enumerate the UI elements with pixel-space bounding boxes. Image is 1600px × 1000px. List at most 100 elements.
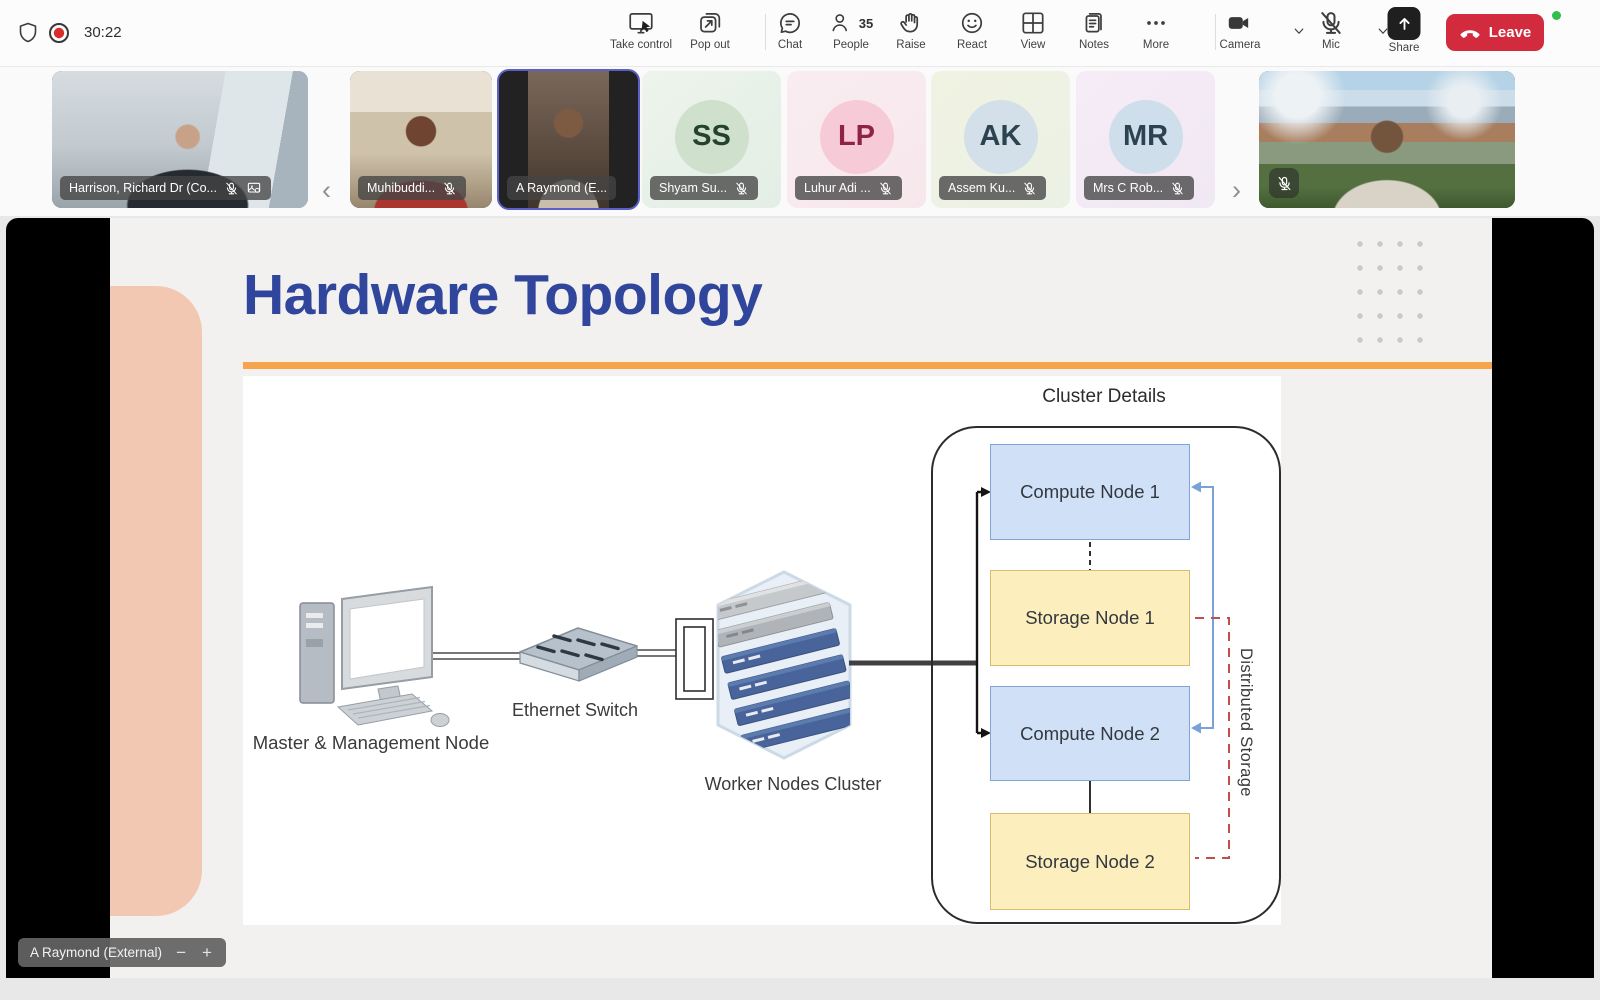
mic-muted-icon — [734, 181, 749, 196]
leave-button[interactable]: Leave — [1446, 14, 1544, 51]
chat-button[interactable]: Chat — [776, 9, 804, 51]
pop-out-button[interactable]: Pop out — [690, 9, 730, 51]
shared-screen-stage: Hardware Topology — [0, 216, 1600, 1000]
letterbox-left — [6, 218, 110, 978]
share-button[interactable]: Share — [1387, 7, 1421, 54]
hang-up-icon — [1460, 29, 1480, 38]
participant-name: Luhur Adi ... — [804, 181, 871, 195]
people-count-badge: 35 — [858, 15, 874, 31]
people-button[interactable]: 35 People — [829, 9, 873, 51]
pop-out-icon — [699, 12, 721, 33]
avatar-initials: SS — [692, 120, 731, 152]
participant-name: Mrs C Rob... — [1093, 181, 1164, 195]
people-label: People — [833, 39, 869, 51]
storage-node-1-label: Storage Node 1 — [1025, 607, 1155, 628]
presentation-slide: Hardware Topology — [110, 218, 1492, 978]
participant-tile-muhibuddin[interactable]: Muhibuddi... — [350, 71, 492, 208]
participant-name-pill: Harrison, Richard Dr (Co... — [60, 176, 271, 200]
react-button[interactable]: React — [957, 9, 987, 51]
raise-hand-button[interactable]: Raise — [896, 9, 926, 51]
participant-name: Muhibuddi... — [367, 181, 436, 195]
recording-indicator-icon — [49, 23, 69, 43]
compute-node-1-label: Compute Node 1 — [1020, 481, 1160, 502]
participant-name-pill: Mrs C Rob... — [1084, 176, 1195, 200]
toolbar-divider — [1215, 14, 1216, 50]
people-icon — [832, 14, 848, 32]
toolbar-divider — [765, 14, 766, 50]
storage-replication-dashed-line — [1195, 617, 1230, 859]
participant-name: Shyam Su... — [659, 181, 728, 195]
share-icon — [1387, 7, 1421, 40]
mic-muted-icon — [1170, 181, 1185, 196]
avatar: SS — [674, 99, 749, 174]
raise-label: Raise — [896, 39, 926, 51]
take-control-button[interactable]: Take control — [610, 9, 672, 51]
storage-node-1-box: Storage Node 1 — [990, 570, 1190, 666]
notes-button[interactable]: Notes — [1079, 9, 1109, 51]
leave-label: Leave — [1488, 24, 1532, 41]
compute-node-2-label: Compute Node 2 — [1020, 722, 1160, 744]
cluster-details-container — [931, 426, 1281, 924]
slide-decorative-shape — [110, 286, 202, 916]
shield-icon — [19, 22, 37, 43]
meeting-toolbar: 30:22 Take control Pop out Chat — [0, 0, 1600, 67]
compute-node-1-box: Compute Node 1 — [990, 444, 1190, 540]
desktop-computer-icon — [299, 585, 450, 727]
mic-chevron-down-icon[interactable] — [1374, 22, 1392, 40]
avatar-initials: MR — [1122, 120, 1169, 152]
avatar-initials: AK — [979, 120, 1022, 152]
slide-title: Hardware Topology — [243, 263, 763, 327]
presenter-name: A Raymond (External) — [30, 945, 163, 960]
mic-muted-icon — [1276, 175, 1293, 192]
self-view-tile[interactable] — [1259, 71, 1515, 208]
participant-tile-a-raymond[interactable]: A Raymond (E... — [497, 69, 640, 210]
zoom-in-button[interactable]: + — [202, 943, 212, 962]
participant-name-pill: A Raymond (E... — [507, 176, 617, 200]
participant-tile-mrs-c-rob[interactable]: MR Mrs C Rob... — [1076, 71, 1215, 208]
participant-name: Harrison, Richard Dr (Co... — [69, 181, 217, 195]
switch-cluster-bracket — [675, 618, 714, 700]
letterbox-right — [1492, 218, 1594, 978]
mic-muted-icon — [224, 181, 239, 196]
more-label: More — [1142, 39, 1170, 51]
monitor-cursor-icon — [629, 12, 653, 34]
notes-label: Notes — [1078, 39, 1110, 51]
mic-muted-icon — [1317, 9, 1345, 37]
participant-name-pill: Muhibuddi... — [358, 176, 467, 200]
compute-feedback-line — [1191, 481, 1214, 734]
participant-tile-harrison[interactable]: Harrison, Richard Dr (Co... — [52, 71, 308, 208]
ethernet-switch-icon — [519, 627, 638, 682]
ethernet-switch-label: Ethernet Switch — [511, 700, 639, 720]
view-label: View — [1020, 39, 1046, 51]
avatar: MR — [1108, 99, 1183, 174]
camera-chevron-down-icon[interactable] — [1290, 22, 1308, 40]
smiley-icon — [961, 12, 983, 34]
more-ellipsis-icon — [1147, 21, 1165, 25]
presence-dot — [1552, 11, 1561, 20]
view-button[interactable]: View — [1019, 9, 1047, 51]
self-video — [1259, 71, 1515, 208]
participant-tile-luhur[interactable]: LP Luhur Adi ... — [787, 71, 926, 208]
cluster-uplink-lines — [849, 487, 991, 738]
chat-icon — [779, 13, 801, 34]
raise-hand-icon — [899, 13, 918, 33]
pinned-video-icon — [247, 182, 261, 193]
mic-muted-icon — [442, 181, 457, 196]
mic-button[interactable]: Mic — [1317, 9, 1345, 51]
zoom-out-button[interactable]: − — [176, 943, 186, 962]
distributed-storage-label: Distributed Storage — [1237, 648, 1255, 797]
network-link-lines — [432, 649, 676, 660]
participant-name-pill: Assem Ku... — [939, 176, 1047, 200]
mic-muted-badge — [1269, 168, 1299, 198]
participant-filmstrip: Harrison, Richard Dr (Co... ‹ Muhibuddi.… — [0, 66, 1600, 216]
participant-name-pill: Shyam Su... — [650, 176, 759, 200]
worker-cluster-label: Worker Nodes Cluster — [704, 774, 882, 794]
participant-tile-assem[interactable]: AK Assem Ku... — [931, 71, 1070, 208]
presenter-label-pill: A Raymond (External) − + — [18, 938, 226, 967]
more-button[interactable]: More — [1142, 9, 1170, 51]
camera-button[interactable]: Camera — [1220, 9, 1260, 51]
participant-tile-shyam[interactable]: SS Shyam Su... — [642, 71, 781, 208]
avatar-initials: LP — [837, 120, 876, 152]
grid-view-icon — [1022, 12, 1044, 34]
